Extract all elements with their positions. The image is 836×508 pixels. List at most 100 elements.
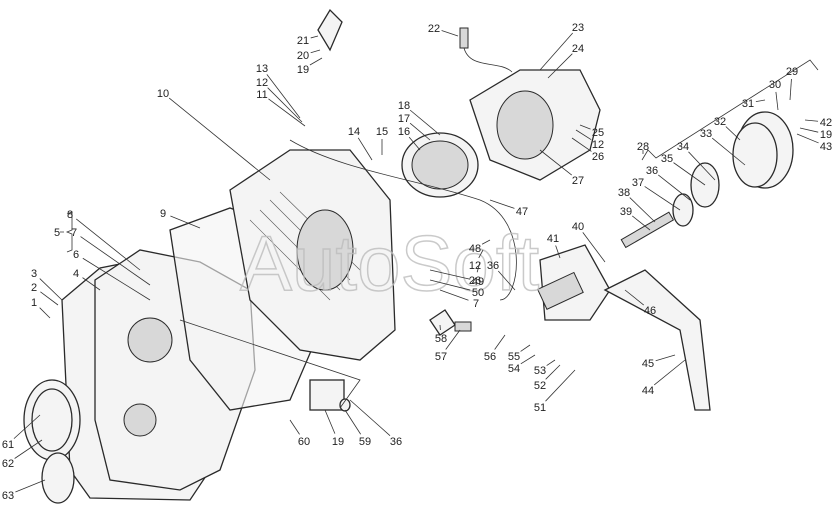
callout-label: 35	[661, 153, 673, 165]
callout-label: 15	[376, 126, 388, 138]
leader-line	[711, 137, 746, 166]
callout-label: 5	[54, 227, 60, 239]
leader-line	[82, 257, 151, 301]
callout-label: 36	[487, 260, 499, 272]
callout-label: 16	[398, 126, 410, 138]
leader-line	[632, 215, 651, 231]
leader-line	[349, 399, 391, 436]
callout-label: 14	[348, 126, 360, 138]
leader-line	[629, 197, 656, 223]
leader-line	[310, 49, 321, 54]
watermark: AutoSoft	[240, 219, 540, 307]
callout-label: 6	[73, 249, 79, 261]
leader-line	[539, 149, 572, 176]
plug-57	[454, 321, 472, 332]
leader-line	[644, 186, 681, 211]
arm-46	[603, 269, 711, 411]
leader-line	[497, 270, 516, 291]
leader-line	[441, 30, 459, 37]
leader-line	[582, 232, 606, 263]
callout-label: 40	[572, 221, 584, 233]
leader-line	[170, 215, 201, 229]
callout-label: 26	[469, 275, 481, 287]
callout-label: 3	[31, 268, 37, 280]
leader-line	[14, 439, 43, 459]
callout-label: 30	[769, 79, 781, 91]
leader-line	[624, 289, 645, 306]
leader-line	[324, 409, 336, 434]
leader-line	[555, 245, 561, 259]
leader-line	[804, 119, 819, 122]
leader-line	[796, 133, 819, 144]
leader-line	[357, 137, 373, 161]
leader-line	[688, 151, 716, 181]
callout-label: 58	[435, 333, 447, 345]
callout-label: 25	[592, 127, 604, 139]
pump-shaft	[536, 271, 584, 310]
callout-label: 26	[592, 151, 604, 163]
callout-label: 19	[820, 129, 832, 141]
callout-label: 12	[592, 139, 604, 151]
leader-line	[409, 109, 441, 136]
sensor-wire	[463, 47, 513, 73]
callout-label: 36	[390, 436, 402, 448]
callout-label: 55	[508, 351, 520, 363]
leader-line	[445, 329, 461, 350]
leader-line	[82, 277, 101, 291]
leader-line	[15, 479, 46, 493]
callout-label: 24	[572, 43, 584, 55]
leader-line	[579, 124, 591, 130]
callout-label: 23	[572, 22, 584, 34]
callout-label: 8	[67, 209, 73, 221]
leader-line	[546, 359, 556, 366]
leader-line	[658, 174, 691, 201]
callout-label: 47	[516, 206, 528, 218]
leader-line	[40, 291, 59, 306]
o-ring-59	[339, 398, 351, 412]
o-ring-33	[732, 122, 778, 188]
leader-line	[309, 57, 323, 66]
callout-label: 39	[620, 206, 632, 218]
leader-line	[80, 236, 151, 286]
cover-58	[429, 309, 456, 336]
callout-label: 1	[31, 297, 37, 309]
callout-label: 21	[297, 35, 309, 47]
leader-line	[653, 359, 686, 386]
callout-label: 41	[547, 233, 559, 245]
callout-label: 22	[428, 23, 440, 35]
leader-line	[545, 364, 561, 380]
callout-label: 13	[256, 63, 268, 75]
leader-line	[799, 127, 819, 133]
leader-line	[344, 409, 361, 435]
callout-label: 62	[2, 458, 14, 470]
callout-label: 61	[2, 439, 14, 451]
leader-line	[655, 354, 676, 362]
oil-line-2	[179, 319, 361, 409]
leader-line	[429, 269, 471, 280]
callout-label: 12	[256, 77, 268, 89]
leader-line	[13, 414, 41, 439]
leader-line	[755, 99, 766, 103]
leader-line	[429, 279, 471, 291]
leader-line	[673, 162, 706, 186]
callout-label: 31	[742, 98, 754, 110]
callout-label: 46	[644, 305, 656, 317]
leader-line	[476, 261, 481, 273]
callout-label: 20	[297, 50, 309, 62]
leader-line	[75, 218, 141, 271]
leader-line	[520, 354, 536, 365]
oil-line	[289, 139, 517, 301]
callout-label: 53	[534, 365, 546, 377]
leader-line	[310, 35, 319, 39]
callout-label: 56	[484, 351, 496, 363]
ring-gear-inner	[411, 140, 469, 190]
callout-label: 44	[642, 385, 654, 397]
callout-label: 57	[435, 351, 447, 363]
callout-label: 10	[157, 88, 169, 100]
leader-line	[571, 137, 592, 152]
callout-label: 2	[31, 282, 37, 294]
callout-label: 60	[298, 436, 310, 448]
callout-label: 51	[534, 402, 546, 414]
leader-line	[268, 98, 306, 127]
